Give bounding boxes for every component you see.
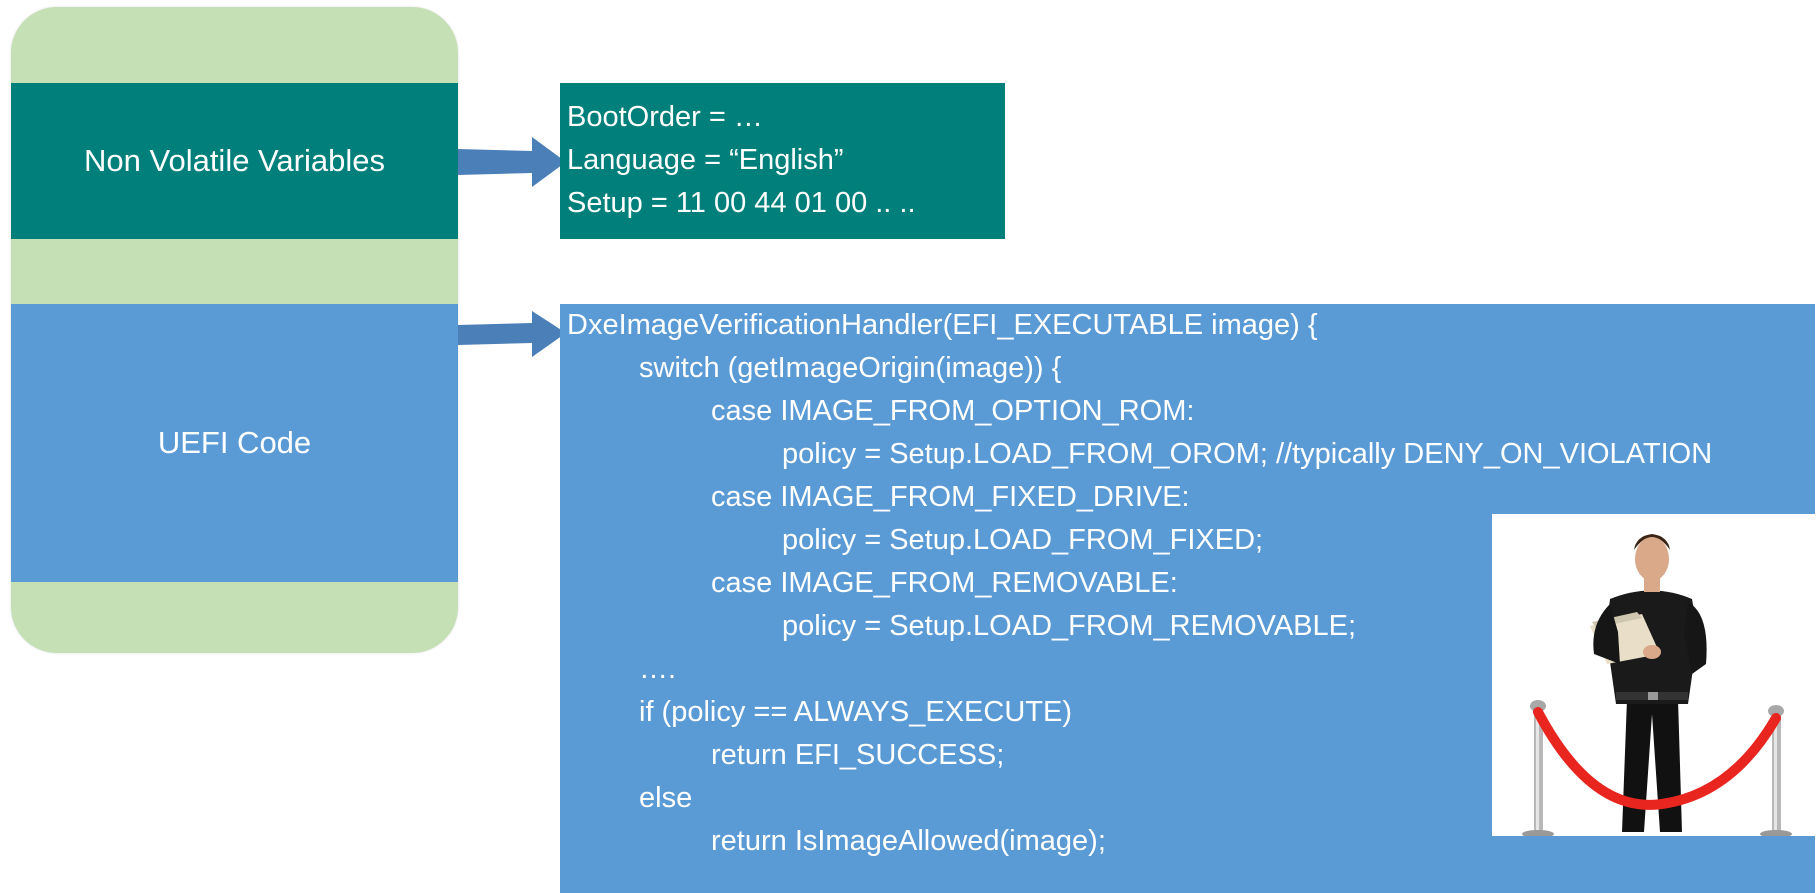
uefi-code-label: UEFI Code — [157, 425, 312, 460]
variable-line: BootOrder = … — [567, 101, 763, 133]
variable-line: Setup = 11 00 44 01 00 .. .. — [567, 187, 916, 219]
code-line: …. — [639, 653, 677, 685]
code-line: case IMAGE_FROM_OPTION_ROM: — [711, 395, 1195, 427]
arrow-right-icon — [458, 137, 566, 187]
uefi-code-block: UEFI Code — [11, 304, 458, 582]
code-line: switch (getImageOrigin(image)) { — [639, 352, 1062, 384]
non-volatile-variables-block: Non Volatile Variables — [11, 83, 458, 239]
code-line: else — [639, 782, 693, 814]
bouncer-icon — [1522, 534, 1792, 838]
code-line: case IMAGE_FROM_FIXED_DRIVE: — [711, 481, 1190, 513]
code-line: if (policy == ALWAYS_EXECUTE) — [639, 696, 1072, 728]
code-line: policy = Setup.LOAD_FROM_OROM; //typical… — [782, 438, 1713, 470]
bouncer-illustration — [1492, 514, 1815, 838]
code-line: return EFI_SUCCESS; — [711, 739, 1005, 771]
code-line: DxeImageVerificationHandler(EFI_EXECUTAB… — [567, 309, 1318, 341]
variable-line: Language = “English” — [567, 144, 844, 176]
non-volatile-variables-label: Non Volatile Variables — [84, 143, 385, 178]
code-line: case IMAGE_FROM_REMOVABLE: — [711, 567, 1178, 599]
firmware-panel: Non Volatile Variables UEFI Code — [11, 7, 458, 653]
variables-box: BootOrder = … Language = “English” Setup… — [560, 83, 1005, 239]
code-line: return IsImageAllowed(image); — [711, 825, 1106, 857]
code-line: policy = Setup.LOAD_FROM_FIXED; — [782, 524, 1264, 556]
arrow-right-icon — [458, 311, 566, 357]
code-line: policy = Setup.LOAD_FROM_REMOVABLE; — [782, 610, 1357, 642]
